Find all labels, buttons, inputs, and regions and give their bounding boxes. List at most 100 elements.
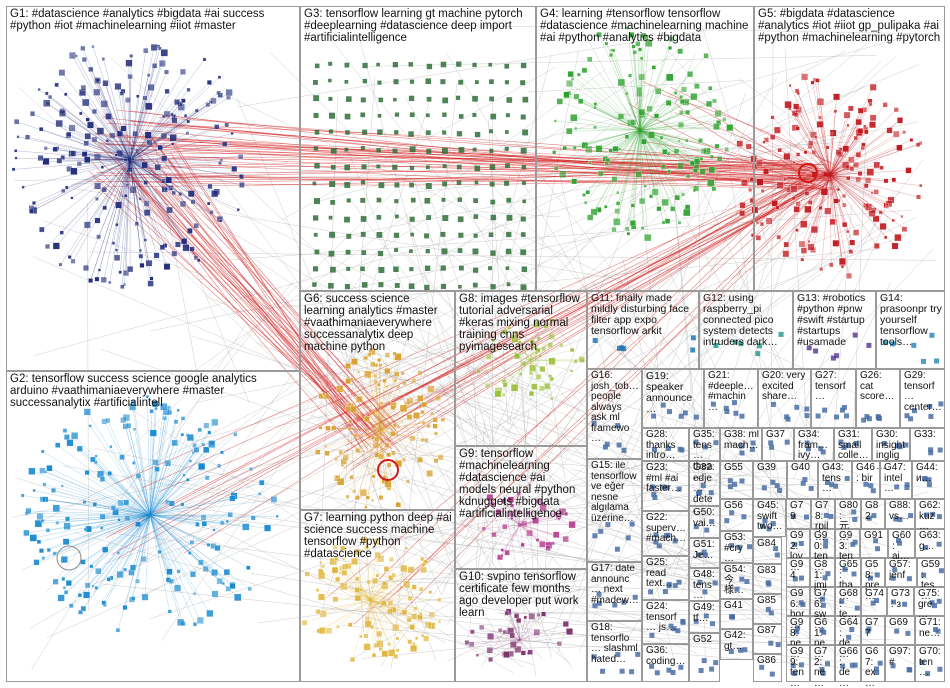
node[interactable] <box>506 214 513 221</box>
node[interactable] <box>346 266 351 271</box>
node[interactable] <box>456 131 463 137</box>
node[interactable] <box>230 131 234 135</box>
node[interactable] <box>188 459 192 463</box>
node[interactable] <box>376 148 381 153</box>
node[interactable] <box>330 148 337 154</box>
node[interactable] <box>520 249 527 256</box>
node[interactable] <box>79 111 83 116</box>
node[interactable] <box>457 197 462 202</box>
node[interactable] <box>29 208 34 214</box>
node[interactable] <box>472 62 477 68</box>
node[interactable] <box>129 564 136 571</box>
node[interactable] <box>60 484 64 488</box>
node[interactable] <box>473 214 479 219</box>
node[interactable] <box>505 130 509 134</box>
node[interactable] <box>489 148 494 153</box>
node[interactable] <box>116 551 120 555</box>
node[interactable] <box>225 519 230 524</box>
node[interactable] <box>313 215 319 221</box>
node[interactable] <box>150 44 158 51</box>
node[interactable] <box>218 219 223 223</box>
node[interactable] <box>76 161 82 167</box>
node[interactable] <box>186 478 190 482</box>
node[interactable] <box>67 255 72 259</box>
node[interactable] <box>442 112 447 117</box>
node[interactable] <box>168 500 175 507</box>
node[interactable] <box>37 155 44 161</box>
node[interactable] <box>314 198 320 205</box>
node[interactable] <box>377 129 383 135</box>
node[interactable] <box>149 409 154 414</box>
node[interactable] <box>408 131 414 137</box>
node[interactable] <box>43 99 51 107</box>
node[interactable] <box>145 259 153 267</box>
node[interactable] <box>234 593 242 602</box>
node[interactable] <box>217 75 222 79</box>
node[interactable] <box>442 130 447 135</box>
node[interactable] <box>151 400 159 408</box>
node[interactable] <box>158 46 162 51</box>
node[interactable] <box>201 521 207 527</box>
node[interactable] <box>489 181 495 187</box>
node[interactable] <box>139 262 145 268</box>
node[interactable] <box>123 567 127 572</box>
node[interactable] <box>361 282 368 288</box>
node[interactable] <box>208 440 216 448</box>
node[interactable] <box>206 609 214 617</box>
node[interactable] <box>378 182 385 189</box>
node[interactable] <box>167 609 172 614</box>
node[interactable] <box>442 97 449 104</box>
node[interactable] <box>242 523 250 531</box>
node[interactable] <box>157 549 162 554</box>
node[interactable] <box>520 147 527 154</box>
node[interactable] <box>108 280 112 285</box>
node[interactable] <box>60 556 68 564</box>
node[interactable] <box>520 232 526 237</box>
node[interactable] <box>227 512 233 518</box>
node[interactable] <box>330 266 336 273</box>
node[interactable] <box>520 80 526 86</box>
node[interactable] <box>376 215 382 220</box>
node[interactable] <box>314 63 320 69</box>
node[interactable] <box>36 513 44 520</box>
node[interactable] <box>55 442 61 448</box>
node[interactable] <box>488 266 493 271</box>
node[interactable] <box>164 69 169 75</box>
node[interactable] <box>102 546 109 553</box>
node[interactable] <box>408 95 415 101</box>
node[interactable] <box>29 111 36 117</box>
node[interactable] <box>195 522 200 527</box>
node[interactable] <box>84 156 91 163</box>
node[interactable] <box>94 77 101 84</box>
node[interactable] <box>328 61 333 66</box>
node[interactable] <box>361 180 366 185</box>
node[interactable] <box>458 114 464 119</box>
node[interactable] <box>52 242 60 250</box>
node[interactable] <box>344 80 349 84</box>
node[interactable] <box>160 49 168 57</box>
node[interactable] <box>259 479 265 486</box>
node[interactable] <box>82 500 87 504</box>
node[interactable] <box>472 248 479 255</box>
node[interactable] <box>94 182 102 190</box>
node[interactable] <box>344 182 351 188</box>
node[interactable] <box>91 584 95 588</box>
node[interactable] <box>186 87 191 92</box>
node[interactable] <box>459 265 464 271</box>
node[interactable] <box>129 403 137 411</box>
node[interactable] <box>472 282 478 288</box>
node[interactable] <box>46 465 53 472</box>
node[interactable] <box>346 198 351 203</box>
node[interactable] <box>504 180 510 186</box>
node[interactable] <box>82 98 90 107</box>
node[interactable] <box>153 252 160 259</box>
node[interactable] <box>36 539 42 544</box>
node[interactable] <box>378 97 384 103</box>
node[interactable] <box>124 194 128 198</box>
node[interactable] <box>193 447 200 453</box>
node[interactable] <box>196 258 201 263</box>
node[interactable] <box>83 591 91 599</box>
node[interactable] <box>65 516 70 522</box>
node[interactable] <box>376 232 383 238</box>
node[interactable] <box>74 54 78 58</box>
